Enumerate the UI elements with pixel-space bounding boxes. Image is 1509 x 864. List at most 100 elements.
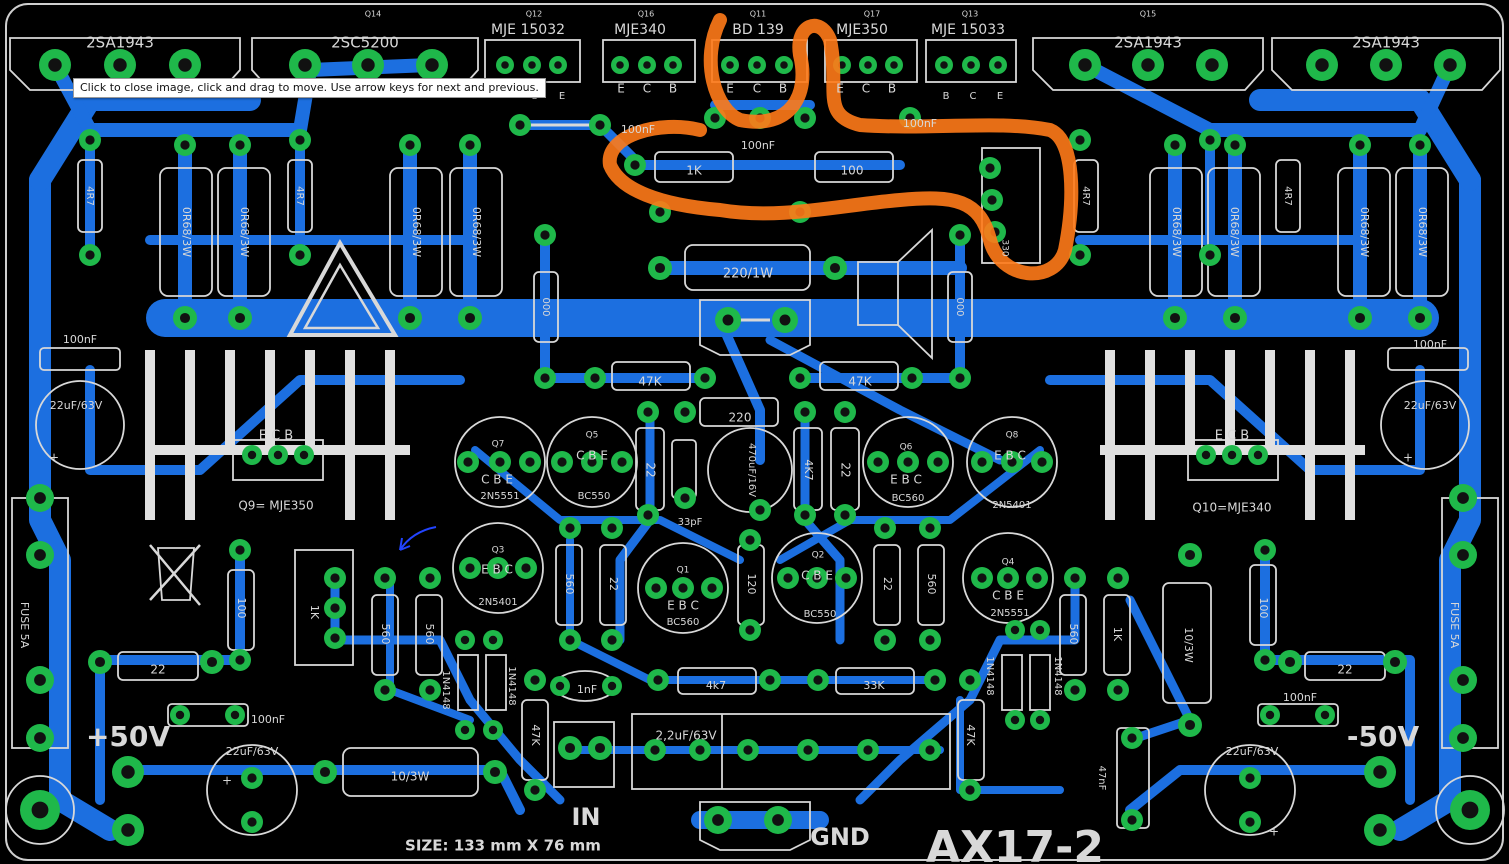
label-2sa1943-left: 2SA1943 — [86, 34, 154, 52]
res-560: 560 — [925, 574, 938, 595]
ref-q14: Q14 — [365, 10, 381, 19]
pad-hole — [1010, 625, 1020, 635]
ref-q17: Q17 — [864, 10, 880, 19]
pad-hole — [94, 656, 106, 668]
pad-hole — [1320, 710, 1330, 720]
pad-hole — [247, 773, 257, 783]
q4-pins: C B E — [992, 589, 1024, 603]
res-1k: 1K — [686, 164, 703, 178]
pad-hole — [838, 61, 846, 69]
pad-hole — [515, 120, 525, 130]
pad-hole — [405, 140, 415, 150]
ref-q12: Q12 — [526, 10, 542, 19]
cap-2u2uf: 2,2uF/63V — [655, 729, 717, 743]
label-2sa1943-right2: 2SA1943 — [1352, 34, 1420, 52]
board-size: SIZE: 133 mm X 76 mm — [405, 837, 601, 855]
pad-hole — [565, 635, 575, 645]
res-0r68-3w: 0R68/3W — [1358, 207, 1371, 257]
pad-hole — [298, 58, 312, 72]
pad-hole — [880, 635, 890, 645]
pad-hole — [800, 113, 810, 123]
gnd-label: GND — [810, 823, 870, 851]
q10-pins: E C B — [1215, 429, 1249, 444]
ref-q4: Q4 — [1002, 558, 1015, 568]
pad-hole — [330, 573, 340, 583]
pad-hole — [1414, 312, 1426, 324]
res-0r68-3w: 0R68/3W — [1170, 207, 1183, 257]
pad-hole — [707, 583, 717, 593]
pin-b: B — [779, 82, 787, 96]
pad-hole — [460, 725, 470, 735]
pad-hole — [1457, 674, 1469, 686]
ref-q15: Q15 — [1140, 10, 1156, 19]
fuse-label: FUSE 5A — [1448, 602, 1461, 649]
pad-hole — [930, 675, 940, 685]
board-title: AX17-2 — [926, 822, 1104, 864]
polarity-plus: + — [1403, 451, 1413, 465]
pad-hole — [779, 314, 791, 326]
type-2n5551: 2N5551 — [480, 491, 519, 502]
pin-c: C — [970, 91, 977, 102]
pad-hole — [299, 450, 309, 460]
pad-hole — [554, 61, 562, 69]
pad-hole — [1184, 549, 1196, 561]
pad-hole — [1461, 801, 1479, 819]
image-viewer-tooltip[interactable]: Click to close image, click and drag to … — [73, 78, 546, 98]
label-mje350: MJE350 — [836, 22, 888, 38]
pin-c: C — [753, 82, 761, 96]
q6-pins: E B C — [890, 473, 922, 487]
pad-hole — [1201, 450, 1211, 460]
pad-hole — [1457, 732, 1469, 744]
pad-hole — [121, 765, 135, 779]
pad-hole — [650, 745, 660, 755]
pad-hole — [965, 675, 975, 685]
pad-hole — [1260, 655, 1270, 665]
pad-hole — [1355, 140, 1365, 150]
pad-hole — [48, 58, 62, 72]
pad-hole — [1035, 715, 1045, 725]
pad-hole — [1227, 450, 1237, 460]
pad-hole — [933, 457, 943, 467]
pad-hole — [113, 58, 127, 72]
pad-hole — [1245, 817, 1255, 827]
pin-b: B — [943, 91, 950, 102]
pad-hole — [1230, 140, 1240, 150]
res-560: 560 — [563, 574, 576, 595]
polarity-plus: + — [222, 774, 232, 788]
pad-hole — [680, 407, 690, 417]
res-22: 22 — [644, 462, 658, 477]
ref-q1: Q1 — [677, 566, 690, 576]
ref-q16: Q16 — [638, 10, 654, 19]
ref-q11: Q11 — [750, 10, 766, 19]
res-000: 000 — [540, 297, 551, 316]
pad-hole — [780, 61, 788, 69]
res-22: 22 — [1337, 663, 1352, 677]
pad-hole — [31, 801, 49, 819]
pad-hole — [1443, 58, 1457, 72]
ref-q2: Q2 — [812, 551, 825, 561]
pad-hole — [607, 523, 617, 533]
pad-hole — [726, 61, 734, 69]
pad-hole — [273, 450, 283, 460]
pad-hole — [955, 230, 965, 240]
res-560: 560 — [379, 624, 392, 645]
pad-hole — [1184, 719, 1196, 731]
pad-hole — [34, 674, 46, 686]
pos-supply-label: +50V — [86, 720, 170, 753]
type-bc550: BC550 — [804, 609, 837, 620]
pad-hole — [1253, 450, 1263, 460]
pad-hole — [753, 61, 761, 69]
pad-hole — [710, 113, 720, 123]
cap-100nf: 100nF — [1283, 691, 1317, 704]
pad-hole — [1127, 815, 1137, 825]
pad-hole — [521, 563, 531, 573]
pad-hole — [655, 207, 665, 217]
pad-hole — [940, 61, 948, 69]
pad-hole — [1075, 250, 1085, 260]
pcb-pads — [20, 49, 1490, 846]
pad-hole — [873, 457, 883, 467]
pin-e: E — [617, 82, 625, 96]
pad-hole — [488, 635, 498, 645]
pad-hole — [1032, 573, 1042, 583]
